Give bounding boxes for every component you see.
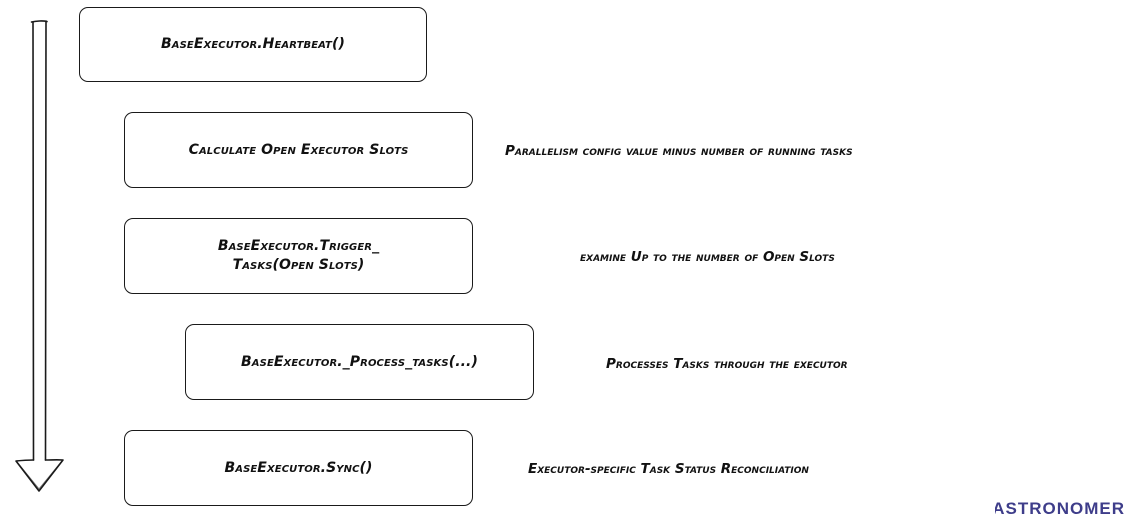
step-trigger-tasks-note: examine Up to the number of Open Slots bbox=[580, 249, 835, 265]
step-sync-note: Executor-specific Task Status Reconcilia… bbox=[528, 461, 809, 477]
step-sync-label: BaseExecutor.Sync() bbox=[224, 459, 373, 476]
step-open-slots-note: Parallelism config value minus number of… bbox=[505, 143, 853, 159]
step-process-tasks-note: Processes Tasks through the executor bbox=[606, 356, 848, 372]
step-trigger-tasks-label: BaseExecutor.Trigger_ Tasks(Open Slots) bbox=[217, 238, 380, 273]
astronomer-logo: ASTRONOMER bbox=[995, 500, 1125, 514]
step-process-tasks-box: BaseExecutor._Process_tasks(...) bbox=[185, 324, 534, 400]
step-open-slots-label: Calculate Open Executor Slots bbox=[188, 141, 409, 158]
step-trigger-tasks-box: BaseExecutor.Trigger_ Tasks(Open Slots) bbox=[124, 218, 473, 294]
flow-down-arrow bbox=[15, 20, 64, 492]
astronomer-logo-text: ASTRONOMER bbox=[995, 500, 1125, 514]
step-open-slots-box: Calculate Open Executor Slots bbox=[124, 112, 473, 188]
step-heartbeat-box: BaseExecutor.Heartbeat() bbox=[79, 7, 427, 82]
step-sync-box: BaseExecutor.Sync() bbox=[124, 430, 473, 506]
step-process-tasks-label: BaseExecutor._Process_tasks(...) bbox=[241, 353, 478, 370]
step-heartbeat-label: BaseExecutor.Heartbeat() bbox=[161, 36, 345, 52]
